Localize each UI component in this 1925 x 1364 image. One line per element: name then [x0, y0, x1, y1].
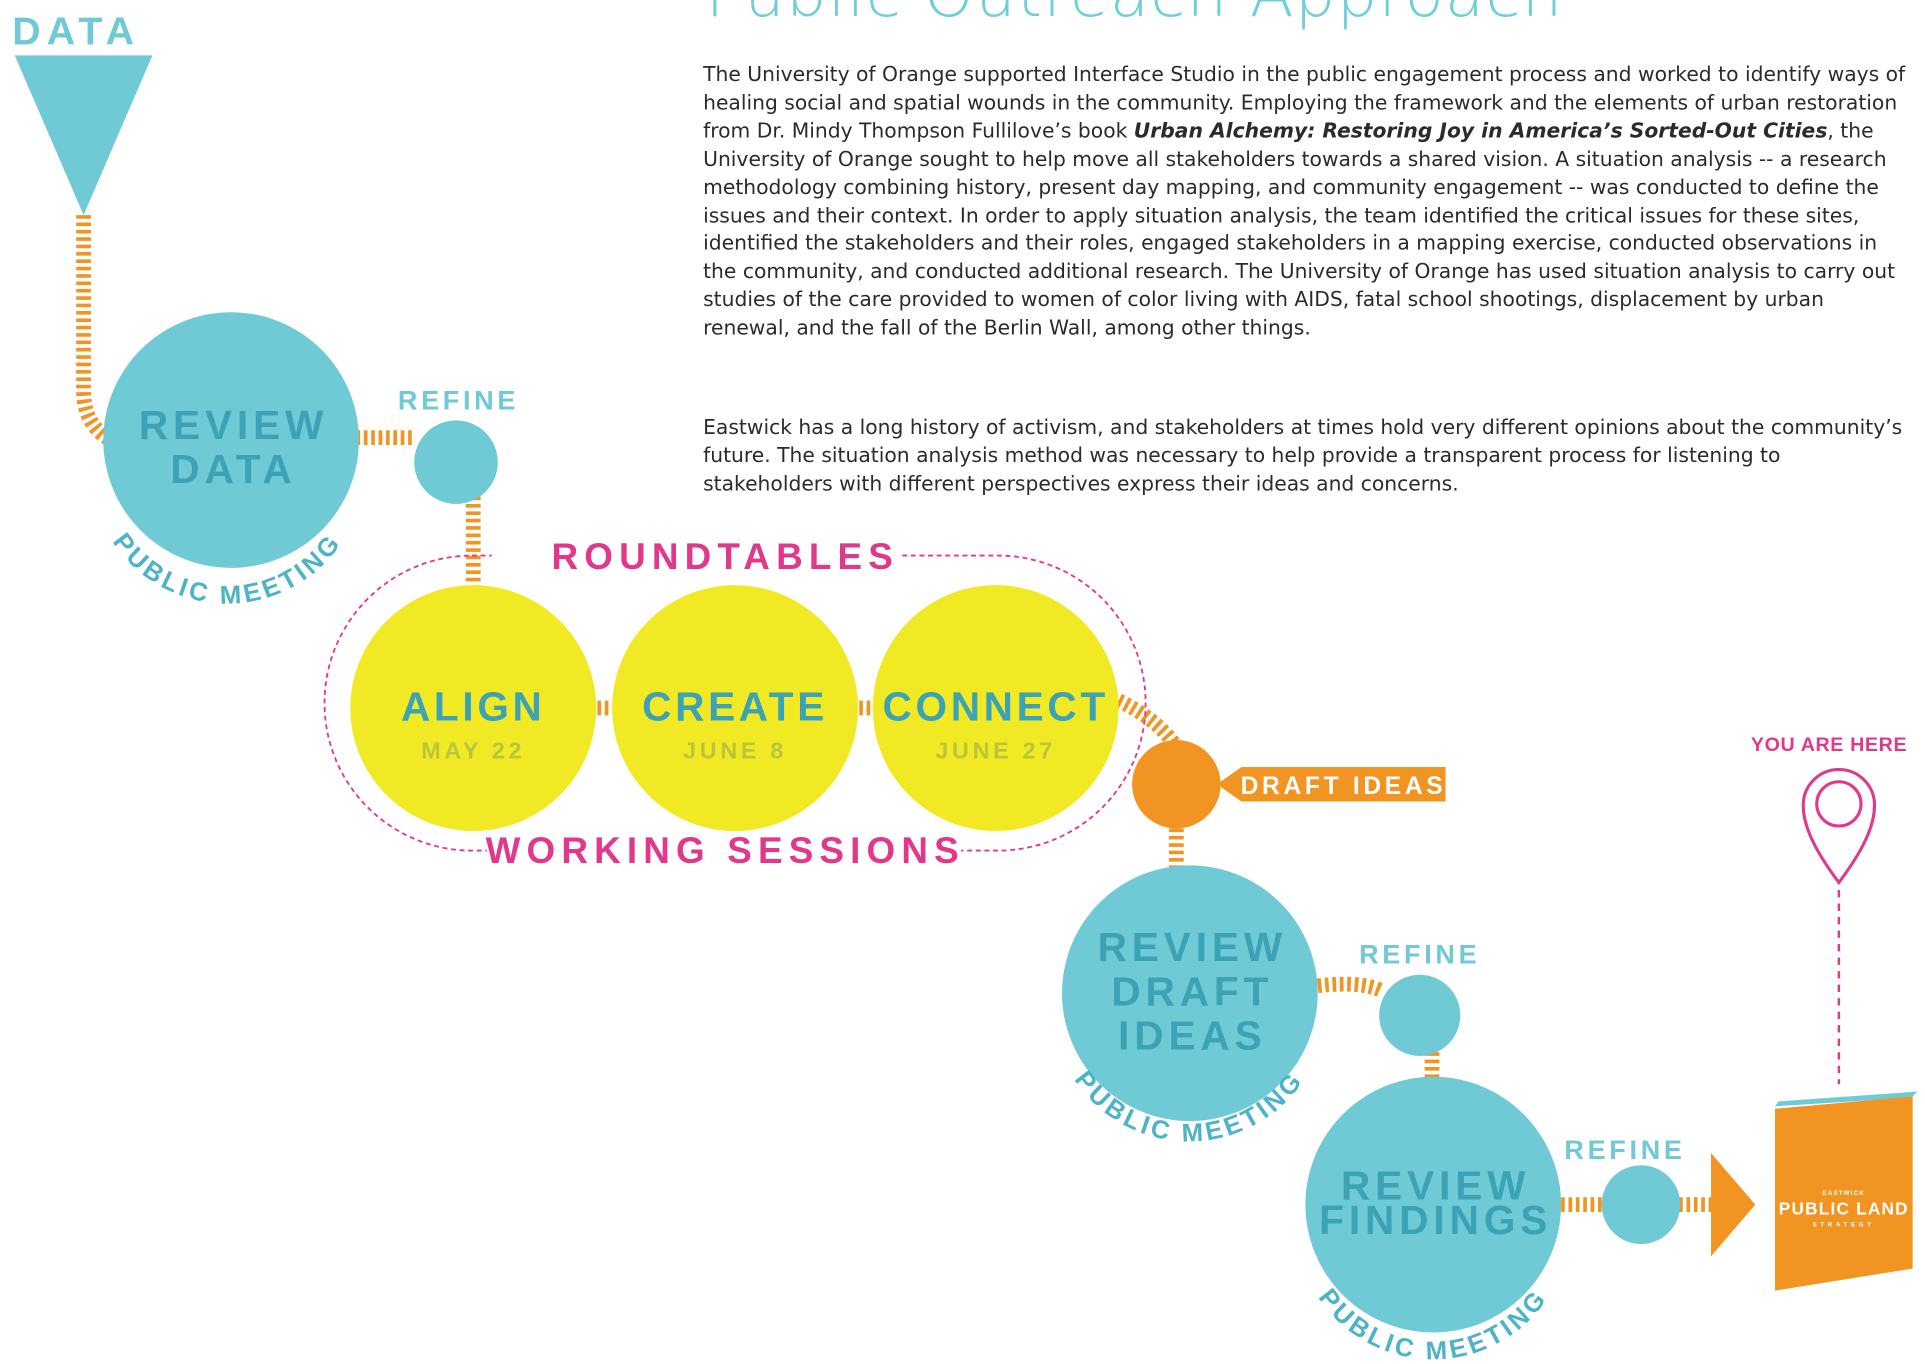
body-paragraph-1: The University of Orange supported Inter… — [703, 61, 1905, 343]
refine-label-1: REFINE — [398, 385, 519, 415]
book-spine — [1774, 1091, 1918, 1107]
body-paragraph-1-intro: The University of Orange supported Inter… — [703, 62, 1906, 143]
review-draft-line3: IDEAS — [1118, 1013, 1267, 1059]
refine-label-3: REFINE — [1564, 1135, 1685, 1165]
data-label: DATA — [12, 9, 140, 53]
review-data-line2: DATA — [170, 446, 296, 492]
location-pin-hole — [1815, 780, 1863, 828]
session-create-circle — [612, 585, 858, 831]
session-connect-name: CONNECT — [883, 683, 1109, 729]
public-land-strategy-book: EASTWICK PUBLIC LAND STRATEGY — [1774, 1091, 1918, 1291]
roundtables-label: ROUNDTABLES — [552, 536, 899, 577]
location-pin-icon — [1801, 768, 1877, 886]
draft-ideas-node — [1132, 739, 1221, 829]
refine-circle-1 — [414, 420, 498, 504]
review-draft-line1: REVIEW — [1098, 924, 1287, 970]
refine-label-2: REFINE — [1359, 940, 1480, 970]
body-paragraph-2: Eastwick has a long history of activism,… — [703, 415, 1903, 496]
review-draft-circle — [1062, 865, 1318, 1122]
working-sessions-label: WORKING SESSIONS — [486, 830, 965, 871]
session-create-name: CREATE — [642, 683, 828, 729]
page-title: Public Outreach Approach — [706, 0, 1564, 32]
session-connect-date: JUNE 27 — [935, 737, 1056, 763]
working-sessions-label-bg — [486, 827, 962, 872]
session-align-date: MAY 22 — [421, 737, 525, 763]
review-data-line1: REVIEW — [139, 402, 328, 448]
book-title: PUBLIC LAND — [1779, 1198, 1909, 1218]
session-connect-circle — [872, 585, 1119, 831]
connector-connect-to-draft — [1115, 693, 1182, 750]
data-funnel — [14, 55, 153, 216]
review-findings-circle — [1305, 1076, 1562, 1333]
review-findings-line1: REVIEW — [1341, 1163, 1530, 1209]
session-align-name: ALIGN — [401, 683, 546, 729]
review-draft-line2: DRAFT — [1111, 968, 1273, 1014]
draft-ideas-label: DRAFT IDEAS — [1241, 773, 1447, 800]
draft-ideas-tag — [1216, 767, 1446, 802]
session-create-date: JUNE 8 — [683, 737, 787, 763]
session-align-circle — [350, 585, 597, 831]
you-are-here-label: YOU ARE HERE — [1751, 734, 1907, 756]
connector-review2-to-refine2 — [1316, 976, 1385, 998]
refine-circle-3 — [1601, 1165, 1681, 1244]
body-paragraph-1-rest: , the University of Orange sought to hel… — [703, 119, 1896, 340]
review-findings-line2: FINDINGS — [1319, 1197, 1552, 1243]
review-data-circle — [103, 312, 359, 568]
book-cover — [1774, 1096, 1913, 1291]
refine-circle-2 — [1379, 974, 1461, 1056]
book-kicker: EASTWICK — [1823, 1190, 1866, 1197]
roundtables-label-bg — [491, 535, 903, 581]
book-reference: Urban Alchemy: Restoring Joy in America’… — [1133, 119, 1828, 143]
arrow-to-book — [1711, 1152, 1756, 1257]
book-subtitle: STRATEGY — [1813, 1222, 1875, 1229]
